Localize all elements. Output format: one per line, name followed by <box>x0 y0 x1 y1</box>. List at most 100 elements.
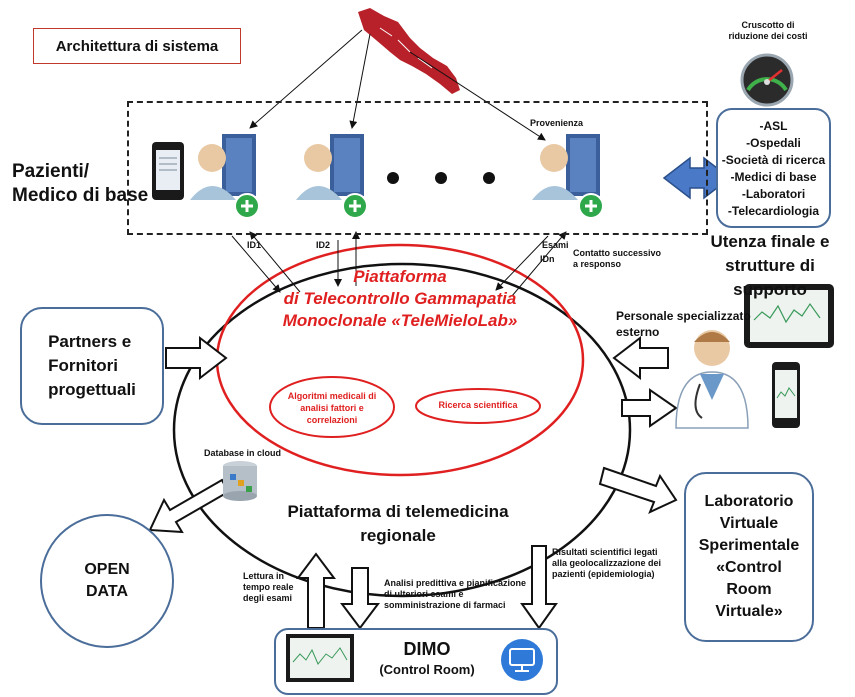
lettura-line: Lettura in <box>243 571 285 581</box>
arrow-lettura-up <box>296 552 336 629</box>
region-map-icon <box>358 8 460 94</box>
dimo-subtitle: (Control Room) <box>379 662 475 677</box>
arrow-partners-in <box>165 335 228 381</box>
users-caption-line1: Utenza finale e <box>710 232 830 251</box>
users-box: -ASL -Ospedali -Società di ricerca -Medi… <box>716 108 831 228</box>
cost-gauge-icon <box>740 53 794 107</box>
contatto-label: Contatto successivo a responso <box>573 248 661 270</box>
users-item: -ASL <box>759 119 788 133</box>
provenienza-label: Provenienza <box>530 118 584 128</box>
algorithms-line1: Algoritmi medicali di <box>287 391 377 401</box>
arrow-risultati-down <box>520 545 558 630</box>
lab-line: «Control <box>716 559 782 576</box>
users-item: -Società di ricerca <box>721 153 826 167</box>
regional-platform-label: Piattaforma di telemedicina regionale <box>268 500 528 548</box>
database-icon <box>223 461 257 501</box>
patient-icon-1 <box>190 134 260 219</box>
partners-box: Partners e Fornitori progettuali <box>20 307 164 425</box>
personale-line2: esterno <box>616 325 660 339</box>
risultati-label: Risultati scientifici legati alla geoloc… <box>552 547 661 580</box>
open-data-line1: OPEN <box>84 561 130 578</box>
smartphone-right-icon <box>772 362 800 428</box>
analisi-line: di ulteriori esami e <box>384 589 464 599</box>
patient-icon-2 <box>296 134 368 219</box>
lab-box: Laboratorio Virtuale Sperimentale «Contr… <box>684 472 814 642</box>
dimo-label: DIMO (Control Room) <box>362 638 492 680</box>
regional-line2: regionale <box>360 526 436 545</box>
control-room-screen-icon <box>286 634 354 682</box>
patients-group-box <box>127 101 708 235</box>
dashboard-caption-line2: riduzione dei costi <box>728 31 808 41</box>
lab-line: Room <box>726 581 772 598</box>
algorithms-line2: analisi fattori e <box>300 403 364 413</box>
diagram-title: Architettura di sistema <box>33 28 241 64</box>
dashboard-caption: Cruscotto di riduzione dei costi <box>718 20 818 42</box>
telemielolab-title-line3: Monoclonale «TeleMieloLab» <box>282 311 518 330</box>
esami-label: Esami <box>542 240 569 250</box>
regional-line1: Piattaforma di telemedicina <box>287 502 509 521</box>
arrow-lab-out <box>598 466 678 514</box>
dashboard-caption-line1: Cruscotto di <box>741 20 795 30</box>
patient-icon-n <box>532 134 604 219</box>
risultati-line: alla geolocalizzazione dei <box>552 558 662 568</box>
id1-label: ID1 <box>247 240 262 250</box>
open-data-line2: DATA <box>85 583 129 600</box>
users-caption: Utenza finale e strutture di supporto <box>686 230 854 302</box>
arrow-personale-in <box>612 335 669 381</box>
monitor-icon <box>501 639 543 681</box>
database-label: Database in cloud <box>204 448 282 458</box>
analisi-line: somministrazione di farmaci <box>384 600 506 610</box>
lab-label: Laboratorio Virtuale Sperimentale «Contr… <box>699 491 799 623</box>
lab-line: Laboratorio <box>704 493 794 510</box>
patients-label-line2: Medico di base <box>12 185 149 206</box>
lettura-line: degli esami <box>243 593 293 603</box>
algorithms-label: Algoritmi medicali di analisi fattori e … <box>270 390 394 426</box>
contatto-line2: a responso <box>573 259 622 269</box>
idn-label: IDn <box>540 254 555 264</box>
id2-label: ID2 <box>316 240 331 250</box>
patients-label: Pazienti/ Medico di base <box>12 160 148 208</box>
contatto-line1: Contatto successivo <box>573 248 662 258</box>
open-data-circle: OPEN DATA <box>40 514 174 648</box>
open-data-label: OPEN DATA <box>84 559 129 603</box>
partners-line: progettuali <box>48 380 136 399</box>
algorithms-line3: correlazioni <box>306 415 358 425</box>
tablet-icon <box>744 284 834 348</box>
research-label: Ricerca scientifica <box>438 400 518 410</box>
research-ellipse <box>415 388 541 424</box>
analisi-line: Analisi predittiva e pianificazione <box>384 578 527 588</box>
analisi-label: Analisi predittiva e pianificazione di u… <box>384 578 526 611</box>
users-item: -Medici di base <box>730 170 817 184</box>
partners-line: Fornitori <box>48 356 118 375</box>
partners-label: Partners e Fornitori progettuali <box>48 330 136 402</box>
arrow-open-data-out <box>148 478 230 534</box>
risultati-line: Risultati scientifici legati <box>552 547 658 557</box>
users-item: -Laboratori <box>741 187 806 201</box>
users-caption-line2: strutture di supporto <box>725 256 815 299</box>
dimo-title: DIMO <box>403 639 451 659</box>
lab-line: Virtuale <box>719 515 779 532</box>
algorithms-ellipse <box>269 376 395 438</box>
users-list: -ASL -Ospedali -Società di ricerca -Medi… <box>718 110 829 220</box>
users-item: -Telecardiologia <box>727 204 820 218</box>
partners-line: Partners e <box>48 332 132 351</box>
telemielolab-title-line2: di Telecontrollo Gammapatia <box>283 289 517 308</box>
risultati-line: pazienti (epidemiologia) <box>552 569 655 579</box>
dimo-box <box>274 628 558 695</box>
doctor-icon <box>675 330 749 429</box>
smartphone-icon <box>152 142 184 200</box>
regional-platform-ellipse <box>172 262 632 598</box>
patients-label-line1: Pazienti/ <box>12 161 90 182</box>
personale-label: Personale specializzato esterno <box>616 308 751 340</box>
lettura-label: Lettura in tempo reale degli esami <box>243 571 294 604</box>
arrow-personale-out <box>621 388 678 428</box>
users-item: -Ospedali <box>746 136 801 150</box>
personale-line1: Personale specializzato <box>616 309 751 323</box>
arrow-analisi-down <box>340 567 380 630</box>
lab-line: Sperimentale <box>698 537 800 554</box>
lettura-line: tempo reale <box>243 582 294 592</box>
lab-line: Virtuale» <box>715 603 783 620</box>
telemielolab-title-line1: Piattaforma <box>353 267 447 286</box>
telemielolab-title: Piattaforma di Telecontrollo Gammapatia … <box>240 266 560 332</box>
